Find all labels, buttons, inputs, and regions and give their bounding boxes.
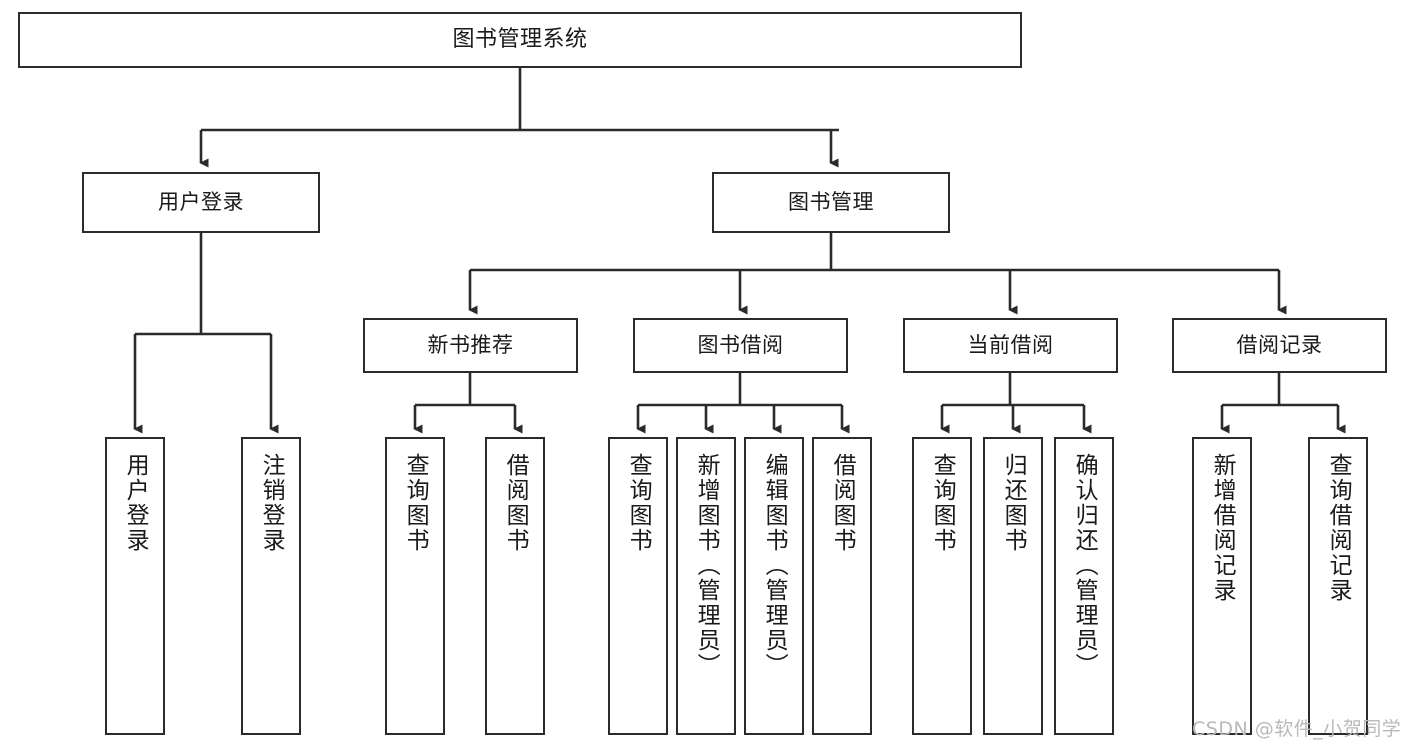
node-new-book-recommend-label: 新书推荐 (427, 333, 514, 358)
node-root-label: 图书管理系统 (452, 27, 588, 53)
node-borrow-record-label: 借阅记录 (1236, 333, 1323, 358)
node-leaf-borrow-book-1[interactable]: 借阅图书 (485, 437, 545, 735)
node-leaf-borrow-book-2-label: 借阅图书 (829, 453, 856, 553)
node-leaf-add-record[interactable]: 新增借阅记录 (1192, 437, 1252, 735)
node-book-manage[interactable]: 图书管理 (712, 172, 950, 233)
node-leaf-query-book-2[interactable]: 查询图书 (608, 437, 668, 735)
node-leaf-add-book-label: 新增图书（管理员） (693, 453, 720, 678)
node-leaf-user-logout-label: 注销登录 (258, 453, 285, 553)
node-leaf-query-book-1-label: 查询图书 (402, 453, 429, 553)
node-leaf-borrow-book-2[interactable]: 借阅图书 (812, 437, 872, 735)
node-leaf-confirm-return[interactable]: 确认归还（管理员） (1054, 437, 1114, 735)
node-leaf-query-record-label: 查询借阅记录 (1325, 453, 1352, 603)
node-user-login[interactable]: 用户登录 (82, 172, 320, 233)
node-leaf-return-book-label: 归还图书 (1000, 453, 1027, 553)
node-leaf-query-record[interactable]: 查询借阅记录 (1308, 437, 1368, 735)
node-leaf-query-book-3[interactable]: 查询图书 (912, 437, 972, 735)
node-leaf-user-login[interactable]: 用户登录 (105, 437, 165, 735)
node-user-login-label: 用户登录 (158, 190, 244, 215)
node-leaf-return-book[interactable]: 归还图书 (983, 437, 1043, 735)
node-leaf-add-book[interactable]: 新增图书（管理员） (676, 437, 736, 735)
node-leaf-query-book-1[interactable]: 查询图书 (385, 437, 445, 735)
node-book-manage-label: 图书管理 (788, 190, 874, 215)
node-leaf-edit-book[interactable]: 编辑图书（管理员） (744, 437, 804, 735)
node-leaf-query-book-2-label: 查询图书 (625, 453, 652, 553)
node-book-borrow[interactable]: 图书借阅 (633, 318, 848, 373)
csdn-watermark: CSDN @软件_小贺同学 (1192, 718, 1402, 740)
node-leaf-user-logout[interactable]: 注销登录 (241, 437, 301, 735)
node-book-borrow-label: 图书借阅 (697, 333, 784, 358)
node-borrow-record[interactable]: 借阅记录 (1172, 318, 1387, 373)
node-root[interactable]: 图书管理系统 (18, 12, 1022, 68)
node-leaf-edit-book-label: 编辑图书（管理员） (761, 453, 788, 678)
node-leaf-user-login-label: 用户登录 (122, 453, 149, 553)
node-new-book-recommend[interactable]: 新书推荐 (363, 318, 578, 373)
node-current-borrow-label: 当前借阅 (967, 333, 1054, 358)
node-leaf-add-record-label: 新增借阅记录 (1209, 453, 1236, 603)
node-current-borrow[interactable]: 当前借阅 (903, 318, 1118, 373)
node-leaf-confirm-return-label: 确认归还（管理员） (1071, 453, 1098, 678)
node-leaf-borrow-book-1-label: 借阅图书 (502, 453, 529, 553)
edge-group-root (133, 68, 1346, 434)
node-leaf-query-book-3-label: 查询图书 (929, 453, 956, 553)
